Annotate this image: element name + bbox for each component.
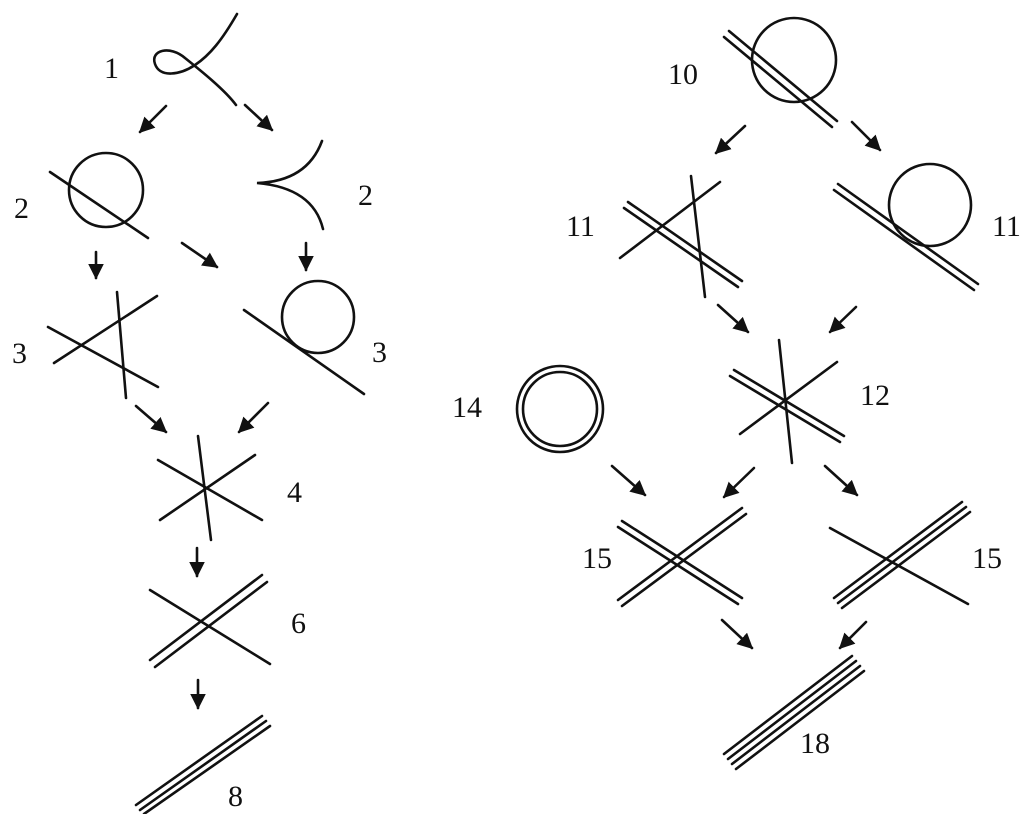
label-6: 6 [291,607,306,640]
node-11-tangent-circle-double [832,162,980,292]
node-6-double-crossing [148,573,272,669]
label-8: 8 [228,780,243,813]
label-3-right: 3 [372,336,387,369]
label-2-left: 2 [14,192,29,225]
node-15-triple-crossing [828,500,972,610]
label-14: 14 [452,391,482,424]
node-3-triangle [46,290,160,400]
label-2-right: 2 [358,179,373,212]
arrow-14-to-15a [610,464,647,497]
node-14-double-circle [515,364,605,454]
label-11-right: 11 [992,210,1021,243]
node-11-triangle-double [618,174,744,299]
arrow-15a-to-18 [720,618,754,650]
node-15-double-double-crossing [616,506,748,608]
arrow-3a-to-4 [134,404,168,434]
arrow-12-to-15b [823,464,859,497]
label-1: 1 [104,52,119,85]
label-11-left: 11 [566,210,595,243]
node-12-triple-point-double [728,338,846,465]
arrow-10-to-11b [850,120,882,152]
node-2-circle-line [48,151,150,240]
label-10: 10 [668,58,698,91]
arrow-1-to-2a [138,104,168,134]
arrow-10-to-11a [714,124,747,155]
arrow-2a-to-3b [180,241,219,269]
node-8-triple-line [134,714,272,814]
arrow-12-to-15a [722,466,756,499]
node-18-quadruple-line [722,654,866,771]
right-tree: 10 11 11 12 [452,16,1021,771]
node-3-tangent-circle [242,279,366,396]
left-tree: 1 2 2 3 3 [12,12,387,814]
label-15-right: 15 [972,542,1002,575]
node-2-cusp-curve [256,139,325,231]
arrow-1-to-2b [243,103,274,132]
label-4: 4 [287,476,302,509]
arrow-11a-to-12 [716,303,750,334]
label-18: 18 [800,727,830,760]
node-4-triple-point [156,434,264,542]
arrow-3b-to-4 [237,401,270,434]
node-1-loop-curve [152,12,239,107]
arrow-15b-to-18 [838,620,868,650]
node-10-circle-double-line [722,16,839,129]
label-3-left: 3 [12,337,27,370]
arrow-11b-to-12 [828,305,858,334]
label-15-left: 15 [582,542,612,575]
label-12: 12 [860,379,890,412]
